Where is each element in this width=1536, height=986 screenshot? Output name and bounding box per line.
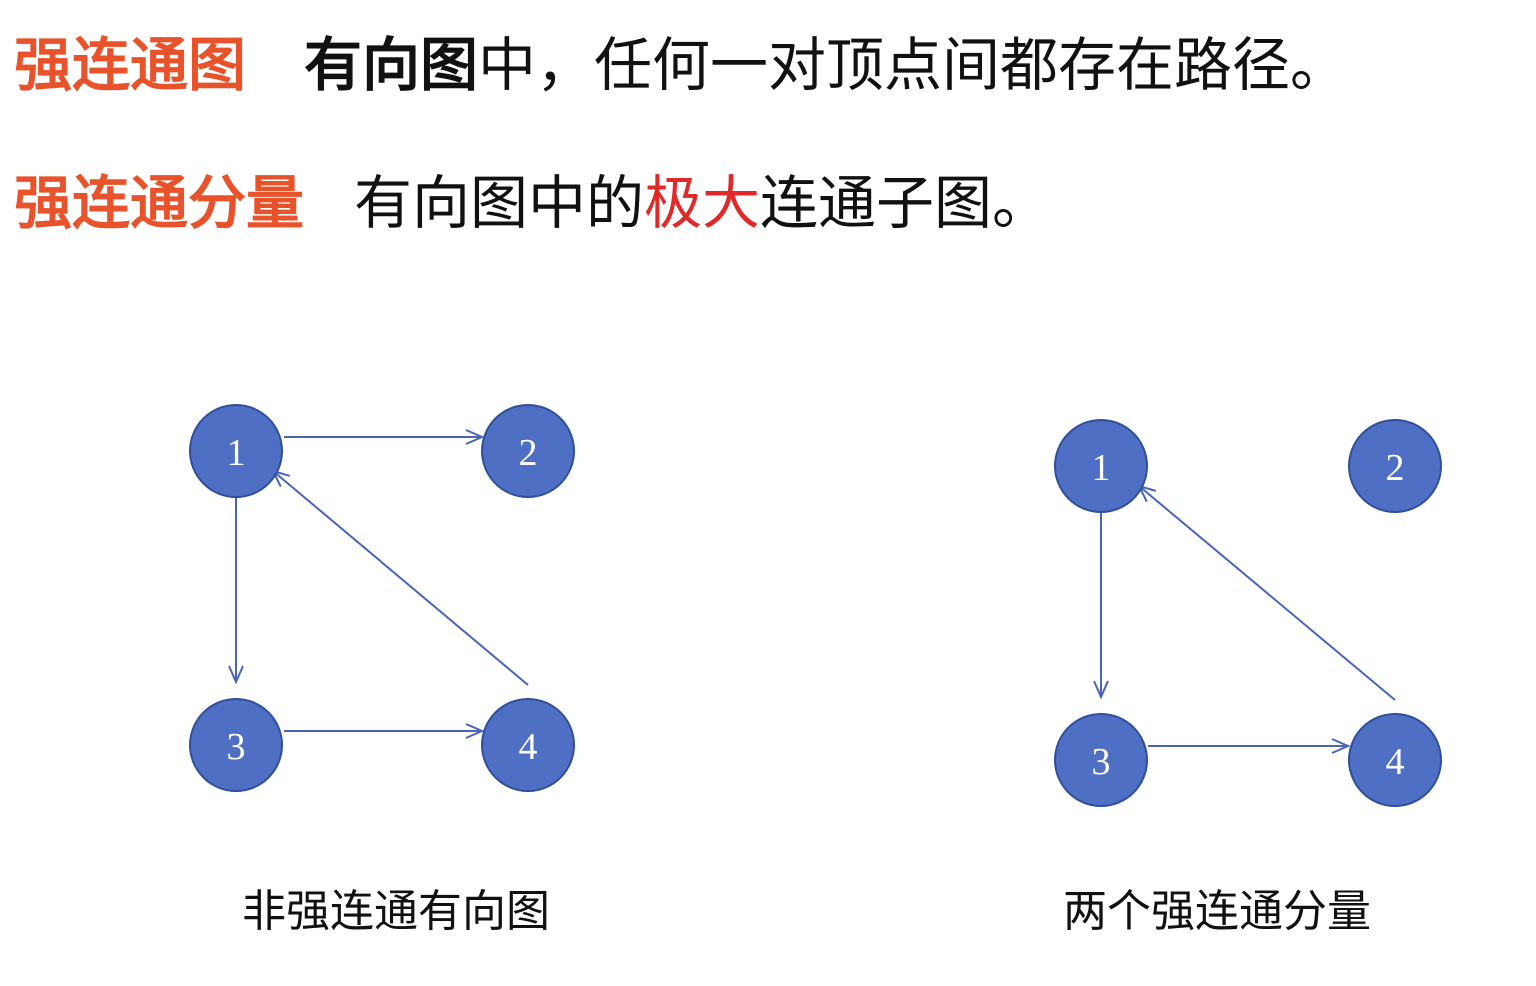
node-label: 2 — [1386, 447, 1405, 489]
node-label: 4 — [519, 726, 538, 768]
term-strongly-connected-graph: 强连通图 — [14, 31, 247, 99]
node-label: 4 — [1386, 741, 1405, 783]
node-label: 3 — [227, 726, 246, 768]
definition-text-after: 连通子图。 — [760, 169, 1051, 237]
definition-text-before: 有向图中的 — [354, 169, 645, 237]
left-graph: 1 2 3 4 非强连通有向图 — [189, 404, 575, 937]
node-1: 1 — [189, 404, 283, 498]
node-1: 1 — [1054, 419, 1148, 513]
node-2: 2 — [1348, 419, 1442, 513]
node-2: 2 — [481, 404, 575, 498]
node-3: 3 — [189, 698, 283, 792]
node-label: 1 — [227, 432, 246, 474]
edge-4-1 — [273, 471, 529, 686]
node-label: 1 — [1092, 447, 1111, 489]
node-4: 4 — [1348, 713, 1442, 807]
node-3: 3 — [1054, 713, 1148, 807]
edge-4-1 — [1139, 486, 1396, 701]
definition-strongly-connected-graph: 强连通图有向图中，任何一对顶点间都存在路径。 — [14, 36, 1348, 94]
definition-strongly-connected-component: 强连通分量有向图中的极大连通子图。 — [14, 174, 1050, 232]
right-graph: 1 2 3 4 两个强连通分量 — [1054, 419, 1442, 937]
definition-highlight-text: 极大 — [644, 169, 761, 237]
definition-text: 中，任何一对顶点间都存在路径。 — [478, 31, 1349, 99]
node-label: 2 — [519, 432, 538, 474]
left-graph-caption: 非强连通有向图 — [242, 886, 550, 937]
node-4: 4 — [481, 698, 575, 792]
node-label: 3 — [1092, 741, 1111, 783]
definition-bold-text: 有向图 — [304, 31, 479, 99]
term-strongly-connected-component: 强连通分量 — [14, 169, 305, 237]
right-graph-caption: 两个强连通分量 — [1063, 886, 1371, 937]
